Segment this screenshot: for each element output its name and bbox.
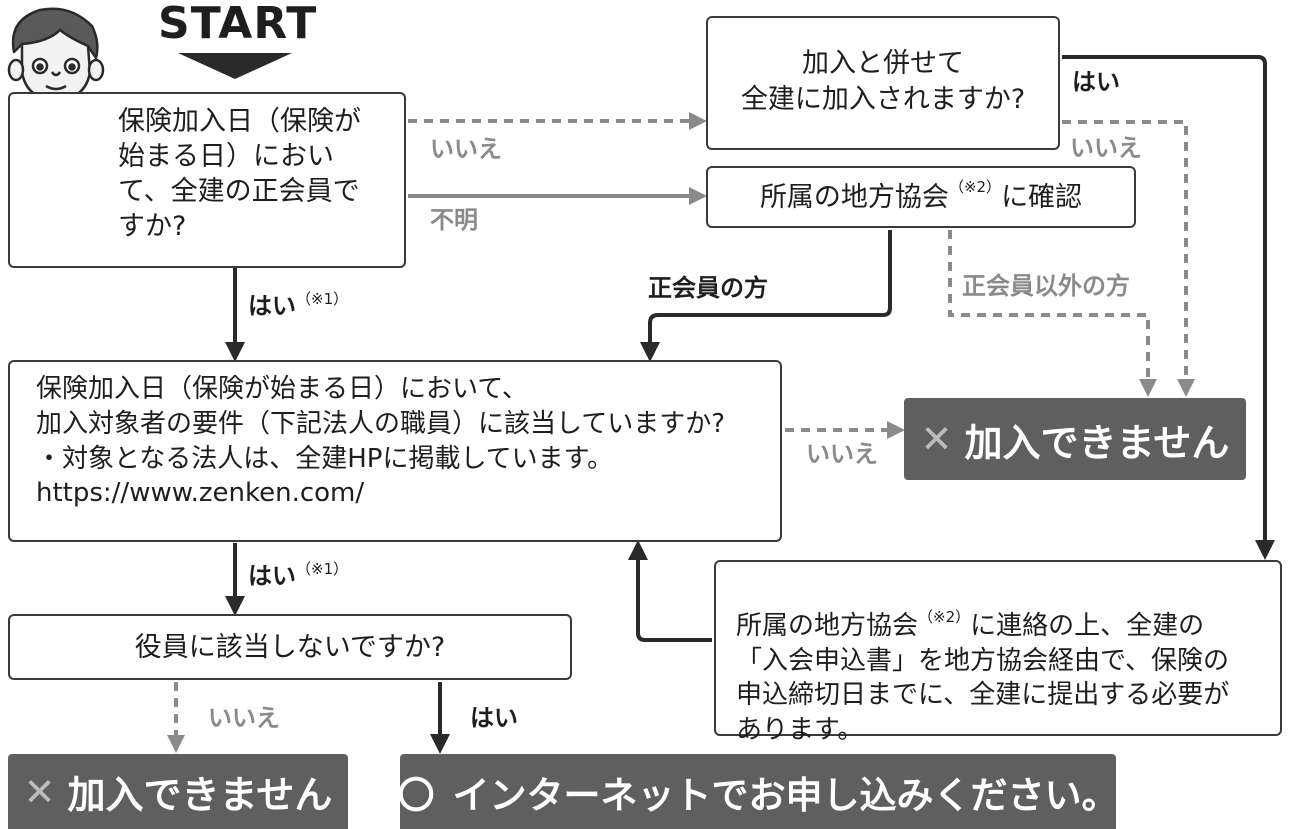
label-yes-1-note: （※1） [296,290,349,308]
arrow-contact-back [628,540,712,642]
label-yes-1-text: はい [248,292,296,320]
cross-icon: ✕ [23,769,56,814]
result-cannot-join-right: ✕加入できません [904,398,1246,480]
question-requirement-text: 保険加入日（保険が始まる日）において、 加入対象者の要件（下記法人の職員）に該当… [36,374,726,509]
start-label: START [158,0,318,49]
start-arrow [178,53,292,79]
question-officer-text: 役員に該当しないですか? [134,632,446,663]
confirm-association-note: （※2） [948,178,1002,196]
label-yes-officer: はい [470,704,518,732]
label-non-regular: 正会員以外の方 [962,272,1130,300]
label-yes-1: はい（※1） [248,292,348,320]
contact-association-text-a: 所属の地方協会 [736,610,919,641]
result-apply-online: 〇インターネットでお申し込みください。 [397,754,1119,829]
question-requirement-box: 保険加入日（保険が始まる日）において、 加入対象者の要件（下記法人の職員）に該当… [8,360,782,542]
label-no-requirement: いいえ [806,440,878,468]
result-apply-online-text: インターネットでお申し込みください。 [452,773,1119,817]
question-regular-member-text: 保険加入日（保険が 始まる日）におい て、全建の正会員で すか? [118,106,361,243]
circle-icon: 〇 [397,773,435,817]
arrow-nonregular-to-cannot [948,230,1157,397]
label-yes-2: はい（※1） [248,562,348,590]
result-cannot-join-bottom: ✕加入できません [8,754,348,829]
label-regular-member: 正会員の方 [648,274,768,302]
question-regular-member-box: 保険加入日（保険が 始まる日）におい て、全建の正会員で すか? [8,92,406,268]
label-yes-2-note: （※1） [296,560,349,578]
contact-association-text-b: に連絡の上、全建の 「入会申込書」を地方協会経由で、保険の 申込締切日までに、全… [736,610,1230,746]
question-officer-box: 役員に該当しないですか? [8,614,572,680]
confirm-association-text-b: に確認 [1001,182,1083,213]
arrow-no-to-cannot [1062,120,1195,397]
label-unknown: 不明 [430,206,478,234]
question-join-together-box: 加入と併せて 全建に加入されますか? [706,16,1060,150]
contact-association-note: （※2） [918,607,971,626]
result-cannot-join-right-text: 加入できません [964,420,1230,465]
confirm-association-text-a: 所属の地方協会 [759,182,949,213]
contact-association-text: 所属の地方協会（※2）に連絡の上、全建の 「入会申込書」を地方協会経由で、保険の… [736,574,1229,748]
question-join-together-text: 加入と併せて 全建に加入されますか? [740,48,1026,115]
arrow-yes-to-contact [1062,55,1275,560]
confirm-association-text: 所属の地方協会（※2）に確認 [708,178,1134,216]
label-no-member: いいえ [430,135,502,163]
label-no-officer: いいえ [208,704,280,732]
contact-association-box: 所属の地方協会（※2）に連絡の上、全建の 「入会申込書」を地方協会経由で、保険の… [714,560,1282,745]
result-cannot-join-bottom-text: 加入できません [67,773,333,817]
label-no-join: いいえ [1070,134,1142,162]
label-yes-join: はい [1072,68,1120,96]
label-yes-2-text: はい [248,562,296,590]
cross-icon: ✕ [920,417,953,461]
arrow-regular-to-requirement [640,230,892,362]
confirm-association-box: 所属の地方協会（※2）に確認 [706,166,1136,228]
